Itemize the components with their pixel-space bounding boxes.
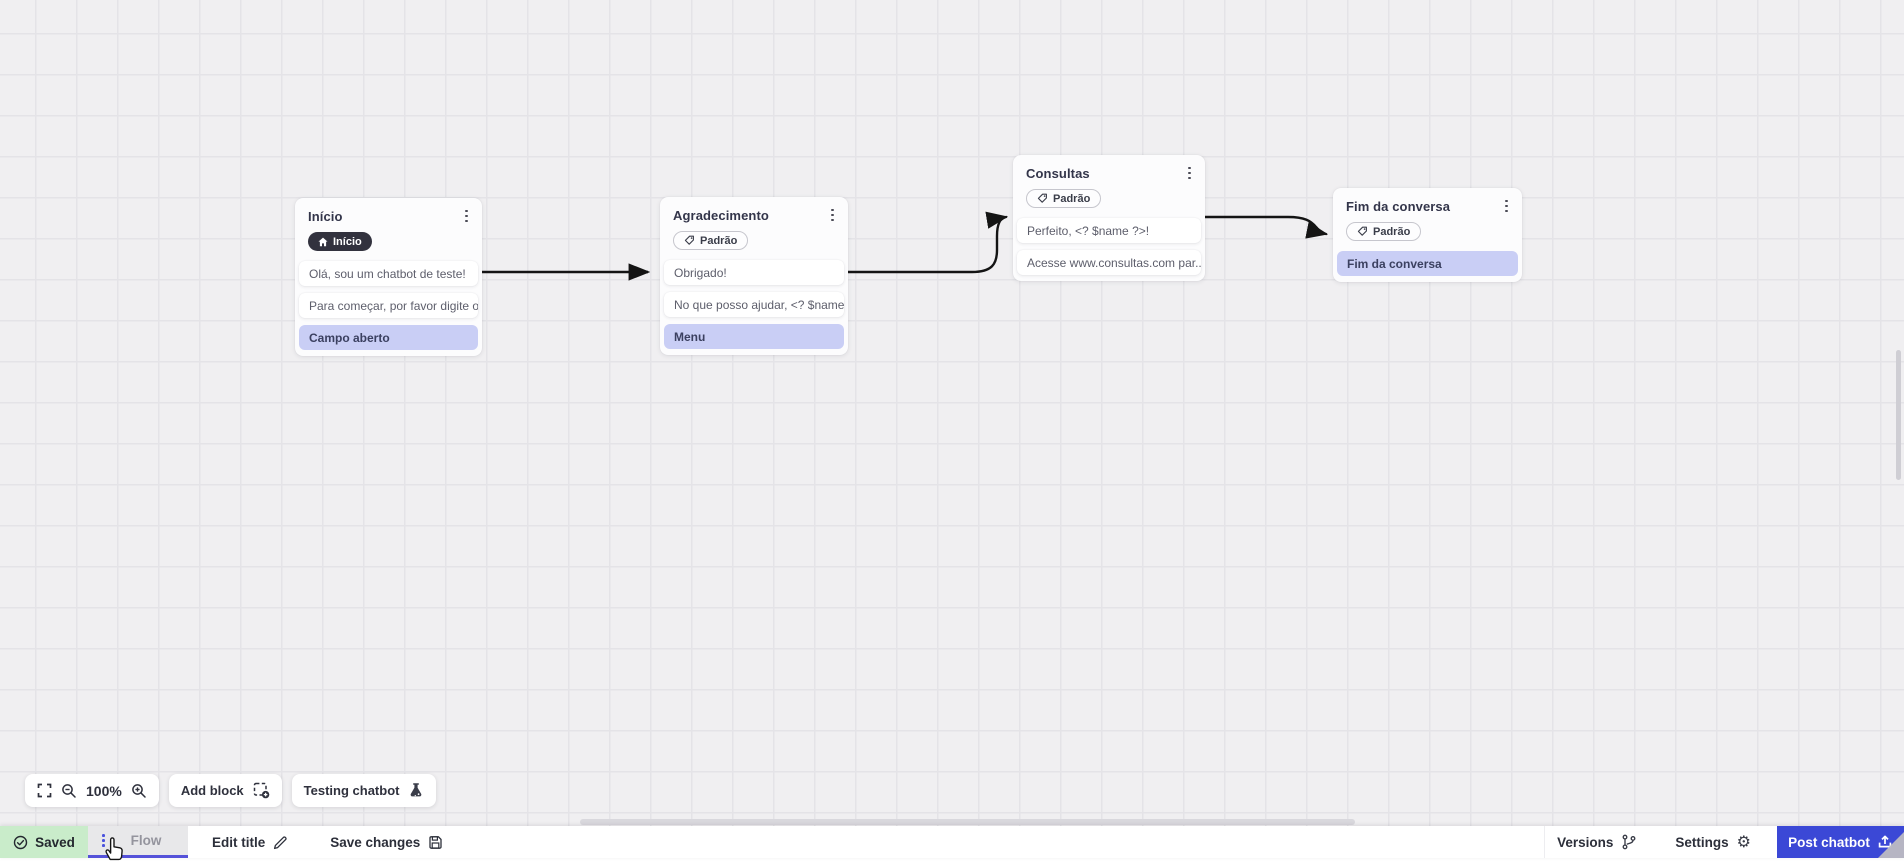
node-type-badge: Padrão — [1026, 189, 1101, 208]
node-type-badge: Início — [308, 232, 372, 251]
message-card[interactable]: Perfeito, <? $name ?>! — [1017, 218, 1201, 243]
node-header: Fim da conversa — [1337, 197, 1518, 215]
node-title: Fim da conversa — [1346, 199, 1450, 214]
add-block-label: Add block — [181, 783, 244, 798]
statusbar-spacer — [455, 826, 1544, 858]
message-card[interactable]: No que posso ajudar, <? $name ... — [664, 292, 844, 317]
pencil-icon — [273, 835, 288, 850]
connection-consultas-fim — [1205, 217, 1326, 234]
gear-icon: ⚙ — [1737, 834, 1751, 850]
home-icon — [318, 237, 328, 247]
badge-label: Padrão — [700, 235, 737, 247]
tag-icon — [1037, 193, 1048, 204]
add-block-icon — [253, 782, 270, 799]
post-chatbot-label: Post chatbot — [1788, 835, 1870, 850]
message-card[interactable]: Acesse www.consultas.com par... — [1017, 250, 1201, 275]
edit-title-button[interactable]: Edit title — [200, 826, 300, 858]
message-card[interactable]: Para começar, por favor digite o ... — [299, 293, 478, 318]
node-type-badge: Padrão — [673, 231, 748, 250]
connection-agradecimento-consultas — [848, 217, 1006, 272]
versions-label: Versions — [1557, 835, 1613, 850]
kebab-menu-icon[interactable] — [827, 207, 838, 224]
canvas-toolbar: 100% Add block Testing chatbot — [25, 774, 436, 807]
saved-label: Saved — [35, 835, 75, 850]
status-bar: Saved Flow Edit title Save changes Versi… — [0, 826, 1904, 858]
badge-label: Início — [333, 236, 362, 248]
tab-flow[interactable]: Flow — [88, 826, 188, 858]
save-icon — [428, 835, 443, 850]
save-changes-label: Save changes — [330, 835, 420, 850]
kebab-menu-icon[interactable] — [461, 208, 472, 225]
statusbar-right-group: Versions Settings ⚙ Post chatbot — [1544, 826, 1904, 858]
tag-icon — [684, 235, 695, 246]
message-card[interactable]: Obrigado! — [664, 260, 844, 285]
badge-label: Padrão — [1053, 193, 1090, 205]
flow-tab-label: Flow — [131, 833, 162, 848]
testing-chatbot-label: Testing chatbot — [304, 783, 400, 798]
node-title: Início — [308, 209, 343, 224]
save-changes-button[interactable]: Save changes — [318, 826, 455, 858]
node-title: Consultas — [1026, 166, 1090, 181]
post-chatbot-button[interactable]: Post chatbot — [1777, 826, 1904, 858]
action-card[interactable]: Campo aberto — [299, 325, 478, 350]
testing-chatbot-button[interactable]: Testing chatbot — [292, 774, 437, 807]
node-header: Início — [299, 207, 478, 225]
fullscreen-icon[interactable] — [37, 783, 52, 798]
flask-icon — [408, 782, 424, 799]
flow-node-inicio[interactable]: Início Início Olá, sou um chatbot de tes… — [295, 198, 482, 356]
flow-node-agradecimento[interactable]: Agradecimento Padrão Obrigado! No que po… — [660, 197, 848, 355]
zoom-level: 100% — [86, 783, 122, 799]
settings-label: Settings — [1675, 835, 1728, 850]
add-block-button[interactable]: Add block — [169, 774, 282, 807]
settings-button[interactable]: Settings ⚙ — [1663, 826, 1763, 858]
kebab-menu-icon[interactable] — [1184, 165, 1195, 182]
window-resize-corner — [1878, 832, 1904, 858]
node-type-badge: Padrão — [1346, 222, 1421, 241]
message-card[interactable]: Olá, sou um chatbot de teste! — [299, 261, 478, 286]
flow-node-consultas[interactable]: Consultas Padrão Perfeito, <? $name ?>! … — [1013, 155, 1205, 281]
action-card[interactable]: Fim da conversa — [1337, 251, 1518, 276]
saved-status-badge: Saved — [0, 826, 88, 858]
action-card[interactable]: Menu — [664, 324, 844, 349]
node-header: Agradecimento — [664, 206, 844, 224]
zoom-out-icon[interactable] — [61, 783, 77, 799]
node-header: Consultas — [1017, 164, 1201, 182]
vertical-scrollbar[interactable] — [1896, 350, 1901, 480]
check-circle-icon — [13, 835, 28, 850]
zoom-in-icon[interactable] — [131, 783, 147, 799]
node-title: Agradecimento — [673, 208, 769, 223]
tag-icon — [1357, 226, 1368, 237]
kebab-menu-icon[interactable] — [1501, 198, 1512, 215]
badge-label: Padrão — [1373, 226, 1410, 238]
zoom-controls: 100% — [25, 774, 159, 807]
versions-button[interactable]: Versions — [1545, 826, 1649, 858]
git-branch-icon — [1621, 834, 1637, 850]
edit-title-label: Edit title — [212, 835, 265, 850]
flow-node-fim-da-conversa[interactable]: Fim da conversa Padrão Fim da conversa — [1333, 188, 1522, 282]
horizontal-scrollbar[interactable] — [580, 819, 1355, 825]
flow-options-icon[interactable] — [98, 832, 109, 849]
